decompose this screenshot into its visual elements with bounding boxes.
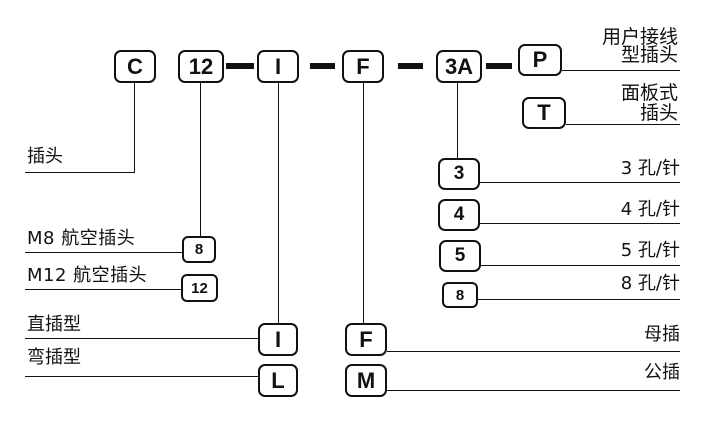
code-box-f: F [342,50,384,83]
size-box-12: 12 [181,274,218,302]
gender-label-male: 公插 [644,362,680,383]
option-t-label-line1: 面板式 [620,82,678,104]
gender-box-m: M [345,364,387,397]
shape-box-l: L [258,364,298,397]
leader-line [387,351,680,353]
leader-line [25,338,258,340]
leader-line [566,124,680,126]
leader-line [200,83,202,236]
code-box-i: I [257,50,299,83]
plug-label: 插头 [27,146,63,167]
code-separator [398,63,423,69]
code-box-c: C [114,50,156,83]
pin-box-3: 3 [438,158,480,190]
leader-line [134,83,136,173]
pin-label-5: 5 孔/针 [620,240,680,261]
leader-line [387,390,680,392]
gender-label-female: 母插 [644,324,680,345]
option-p-label-line1: 用户接线 [601,26,678,48]
code-box-12: 12 [178,50,224,83]
leader-line [363,83,365,323]
gender-box-f: F [345,323,387,356]
leader-line [25,252,182,254]
code-separator [226,63,254,69]
leader-line [25,172,135,174]
pin-box-5: 5 [439,240,481,272]
shape-label-straight: 直插型 [27,314,81,335]
code-box-3a: 3A [436,50,482,83]
option-t-label-line2: 插头 [639,102,678,124]
pin-box-4: 4 [438,199,480,231]
leader-line [480,223,680,225]
leader-line [457,83,459,158]
code-box-p: P [518,44,562,76]
size-label-m8: M8 航空插头 [27,228,136,249]
size-box-8: 8 [182,236,216,263]
option-box-t: T [522,97,566,129]
leader-line [25,289,181,291]
option-p-label-line2: 型插头 [620,44,678,66]
pin-label-4: 4 孔/针 [620,199,680,220]
pin-box-8: 8 [442,282,478,308]
leader-line [481,265,680,267]
leader-line [25,376,258,378]
code-separator [310,63,335,69]
leader-line [478,299,680,301]
code-separator [486,63,512,69]
shape-label-angled: 弯插型 [27,347,81,368]
leader-line [480,182,680,184]
pin-label-3: 3 孔/针 [620,158,680,179]
leader-line [278,83,280,323]
size-label-m12: M12 航空插头 [27,265,148,286]
leader-line [562,70,680,72]
shape-box-i: I [258,323,298,356]
pin-label-8: 8 孔/针 [620,273,680,294]
